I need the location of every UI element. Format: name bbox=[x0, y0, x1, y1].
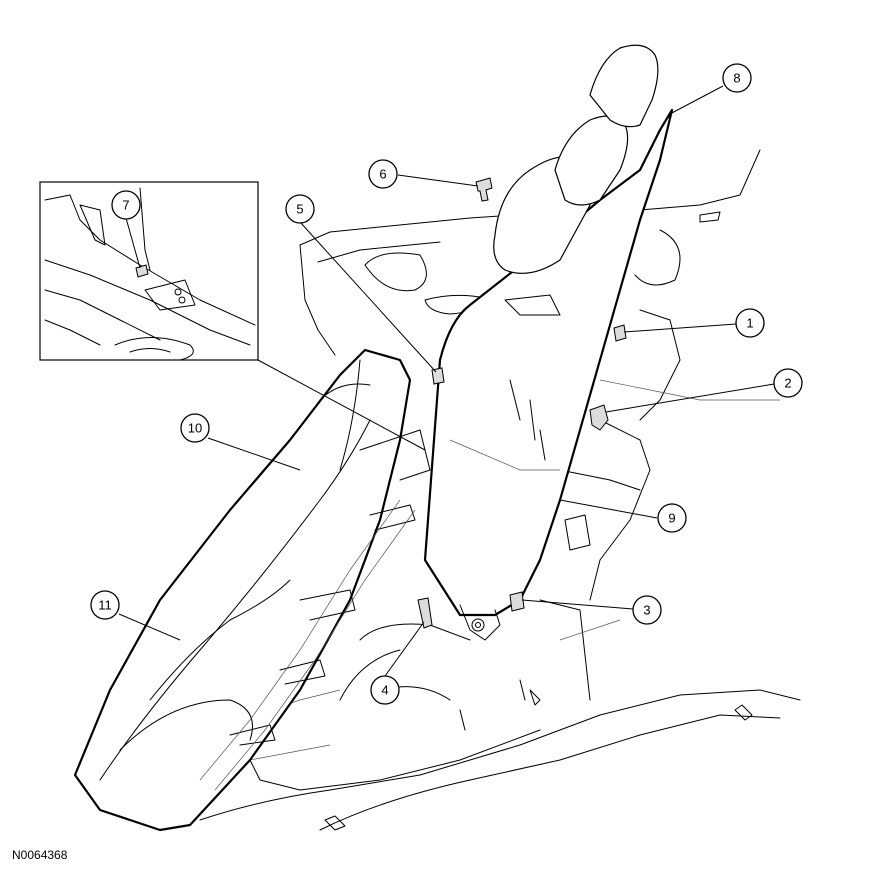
callout-6-label: 6 bbox=[379, 167, 386, 182]
callout-9-label: 9 bbox=[668, 511, 675, 526]
callout-7: 7 bbox=[111, 190, 141, 220]
callout-5-label: 5 bbox=[296, 202, 303, 217]
callout-8-label: 8 bbox=[733, 71, 740, 86]
fasteners bbox=[417, 177, 627, 629]
callout-9: 9 bbox=[657, 503, 687, 533]
callout-3: 3 bbox=[632, 595, 662, 625]
callout-2: 2 bbox=[773, 368, 803, 398]
callout-2-label: 2 bbox=[784, 376, 791, 391]
detail-inset bbox=[39, 181, 259, 361]
part-3-nut bbox=[509, 591, 525, 612]
seat-backrest bbox=[423, 44, 674, 641]
callout-11: 11 bbox=[90, 590, 120, 620]
figure-reference: N0064368 bbox=[12, 848, 68, 862]
callout-6: 6 bbox=[368, 159, 398, 189]
callout-7-label: 7 bbox=[122, 198, 129, 213]
part-4-bolt bbox=[417, 597, 433, 629]
callout-11-label: 11 bbox=[98, 598, 112, 613]
callout-4-label: 4 bbox=[381, 683, 388, 698]
part-1-bolt bbox=[613, 324, 627, 342]
leader-lines bbox=[118, 85, 775, 677]
callout-1-label: 1 bbox=[746, 316, 753, 331]
callout-4: 4 bbox=[370, 675, 400, 705]
vehicle-floor-background bbox=[199, 149, 801, 831]
callout-1: 1 bbox=[735, 308, 765, 338]
part-2-bracket bbox=[589, 404, 609, 431]
callout-10: 10 bbox=[180, 413, 210, 443]
callout-5: 5 bbox=[285, 194, 315, 224]
part-6-bolt bbox=[475, 177, 493, 202]
part-5-nut bbox=[431, 367, 445, 385]
callout-10-label: 10 bbox=[188, 421, 202, 436]
callout-8: 8 bbox=[722, 63, 752, 93]
seat-cushion bbox=[73, 348, 431, 832]
callout-3-label: 3 bbox=[643, 603, 650, 618]
